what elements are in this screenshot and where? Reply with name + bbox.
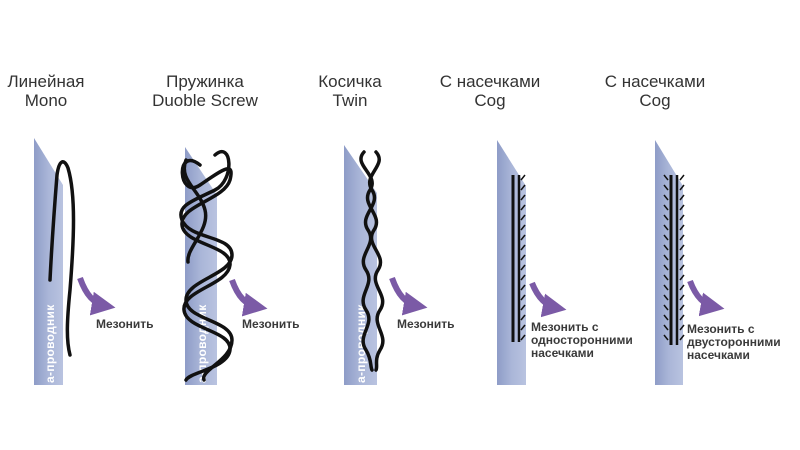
caption-line: насечками: [687, 348, 750, 362]
panel-title-double-screw: Пружинка Duoble Screw: [140, 72, 270, 110]
title-en: Twin: [332, 91, 368, 110]
panel-title-mono: Линейная Mono: [0, 72, 92, 110]
caption-line: Мезонить с: [687, 322, 755, 336]
arrow-double-screw: [229, 278, 268, 317]
title-ru: С насечками: [604, 72, 706, 91]
arrow-cog-single: [529, 281, 567, 318]
caption-cog-double: Мезонить с двусторонними насечками: [687, 323, 781, 362]
caption-cog-single: Мезонить с односторонними насечками: [531, 321, 633, 360]
caption-double-screw: Мезонить: [242, 318, 300, 331]
needle-cog-single: [497, 140, 526, 385]
needle-double-screw: а-проводник: [185, 147, 217, 385]
needle-twin: а-проводник: [344, 145, 377, 385]
thread-cog-single: [511, 174, 526, 342]
needle-cog-double: [655, 140, 683, 385]
title-en: Cog: [474, 91, 506, 110]
thread-cog-double: [663, 174, 685, 345]
title-ru: Линейная: [7, 72, 85, 91]
title-ru: Пружинка: [166, 72, 244, 91]
caption-line: Мезонить: [96, 317, 154, 331]
thread-twin: [359, 150, 385, 372]
needle-label: а-проводник: [354, 304, 368, 383]
caption-line: односторонними: [531, 333, 633, 347]
caption-mono: Мезонить: [96, 318, 154, 331]
title-en: Cog: [639, 91, 671, 110]
panel-title-twin: Косичка Twin: [305, 72, 395, 110]
caption-line: Мезонить: [397, 317, 455, 331]
caption-twin: Мезонить: [397, 318, 455, 331]
title-en: Duoble Screw: [152, 91, 258, 110]
needle-mono: а-проводник: [34, 138, 63, 385]
panel-title-cog-single: С насечками Cog: [435, 72, 545, 110]
caption-line: насечками: [531, 346, 594, 360]
thread-double-screw: [179, 150, 234, 382]
arrow-mono: [77, 276, 116, 316]
arrow-cog-double: [687, 279, 725, 317]
thread-mono: [48, 160, 76, 357]
title-en: Mono: [24, 91, 68, 110]
caption-line: Мезонить: [242, 317, 300, 331]
caption-line: Мезонить с: [531, 320, 599, 334]
needle-label: а-проводник: [195, 304, 209, 383]
needle-label: а-проводник: [43, 304, 57, 383]
title-ru: С насечками: [439, 72, 541, 91]
caption-line: двусторонними: [687, 335, 781, 349]
title-ru: Косичка: [318, 72, 382, 91]
arrow-twin: [389, 276, 428, 316]
panel-title-cog-double: С насечками Cog: [600, 72, 710, 110]
